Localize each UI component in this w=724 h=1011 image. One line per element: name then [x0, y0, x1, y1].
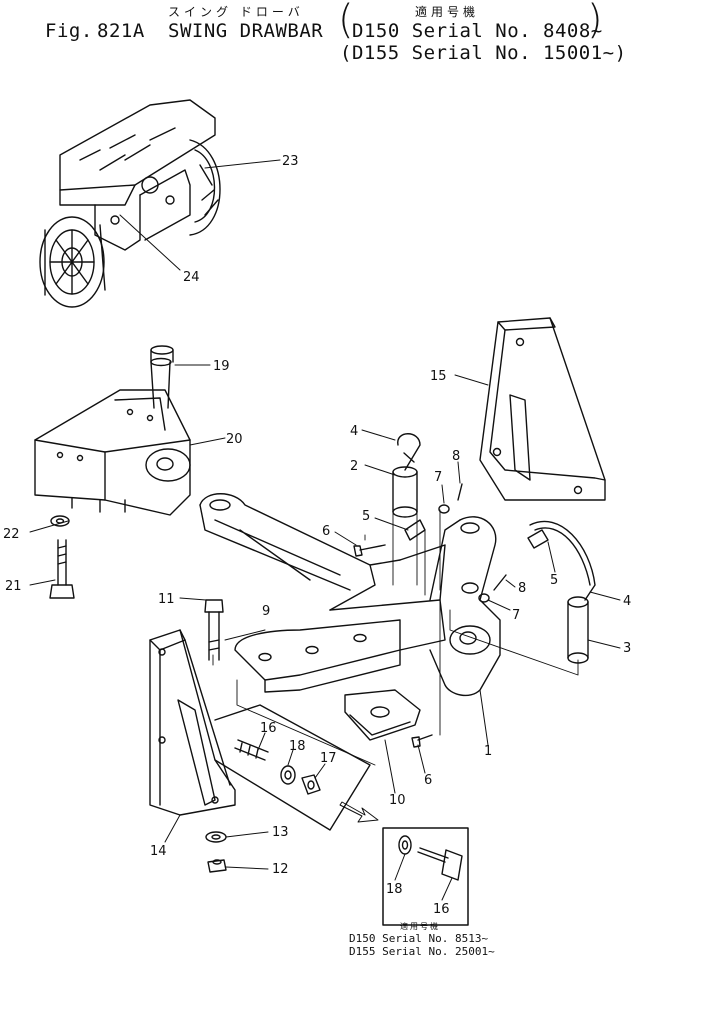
callout-6-lower: 6	[424, 773, 432, 788]
fig-label: Fig.	[45, 20, 93, 42]
part-4-lock-handle-top	[397, 433, 421, 471]
part-14-bracket	[149, 629, 236, 816]
leader-lines	[29, 159, 621, 901]
callout-7-right: 7	[512, 608, 520, 623]
callout-18-inset: 18	[386, 882, 403, 897]
part-17-nut	[301, 774, 321, 795]
paren-open: (	[338, 0, 354, 43]
inset-serial-line-2: D155 Serial No. 25001~	[349, 945, 495, 958]
part-3-pin	[567, 596, 589, 664]
part-18-washer	[280, 765, 296, 785]
part-8-cotter-pin-right	[493, 574, 507, 591]
tractor-rear-illustration	[39, 99, 221, 308]
callout-16: 16	[260, 721, 277, 736]
title-katakana: スイング ドローバ	[168, 5, 304, 19]
assembly-guide-lines	[212, 509, 579, 766]
callout-4-top: 4	[350, 424, 358, 439]
callout-24: 24	[183, 270, 200, 285]
part-13-washer	[205, 831, 227, 843]
callout-2: 2	[350, 459, 358, 474]
callout-6-upper: 6	[322, 524, 330, 539]
callout-15: 15	[430, 369, 447, 384]
callout-3: 3	[623, 641, 631, 656]
callout-21: 21	[5, 579, 22, 594]
callout-20: 20	[226, 432, 243, 447]
inset-serial-line-1: D150 Serial No. 8513~	[349, 932, 489, 945]
part-19-pin	[150, 345, 174, 409]
inset-box	[382, 827, 469, 926]
callout-18: 18	[289, 739, 306, 754]
part-11-bolt	[204, 599, 224, 661]
part-10-plate	[344, 689, 421, 741]
callout-14: 14	[150, 844, 167, 859]
paren-close: )	[587, 0, 603, 43]
callout-17: 17	[320, 751, 337, 766]
callout-7-top: 7	[434, 470, 442, 485]
part-20-bracket	[34, 389, 191, 516]
inset-applicable-label: 適用号機	[400, 922, 440, 931]
part-8-cotter-pin-top	[457, 483, 463, 501]
callout-16-inset: 16	[433, 902, 450, 917]
callout-8-top: 8	[452, 449, 460, 464]
callout-13: 13	[272, 825, 289, 840]
callout-10: 10	[389, 793, 406, 808]
part-4-lock-handle-right	[529, 520, 596, 601]
callout-9: 9	[262, 604, 270, 619]
callout-4-right: 4	[623, 594, 631, 609]
callout-22: 22	[3, 527, 20, 542]
callout-5-top: 5	[362, 509, 370, 524]
callout-19: 19	[213, 359, 230, 374]
part-6-bolt-upper	[353, 544, 386, 557]
part-1-swing-frame	[369, 516, 501, 697]
part-9-drawbar	[199, 493, 446, 693]
part-7-nut-top	[438, 504, 450, 514]
serial-line-1: D150 Serial No. 8408~	[352, 20, 603, 42]
fig-number: 821A	[97, 20, 145, 42]
sub-assembly-box	[214, 704, 371, 831]
applicable-label: 適用号機	[415, 5, 480, 19]
callout-23: 23	[282, 154, 299, 169]
callout-12: 12	[272, 862, 289, 877]
part-7-nut-right	[478, 593, 490, 603]
callout-numbers: 23 24 15 19 20 22 21 4 2 7 8 5 6 5 4 8 7…	[3, 154, 631, 917]
part-16-stud	[234, 739, 269, 761]
part-6-bolt-lower	[411, 734, 433, 748]
serial-line-2: (D155 Serial No. 15001~)	[340, 42, 627, 64]
page-title: SWING DRAWBAR	[168, 20, 324, 42]
part-2-pin	[392, 466, 418, 518]
callout-5-right: 5	[550, 573, 558, 588]
direction-arrow	[339, 801, 379, 823]
part-15-bracket	[479, 317, 606, 501]
part-12-nut	[207, 859, 227, 873]
callout-1: 1	[484, 744, 492, 759]
part-21-bolt	[49, 539, 75, 599]
callout-8-right: 8	[518, 581, 526, 596]
callout-11: 11	[158, 592, 175, 607]
part-5-clip-right	[527, 529, 549, 549]
